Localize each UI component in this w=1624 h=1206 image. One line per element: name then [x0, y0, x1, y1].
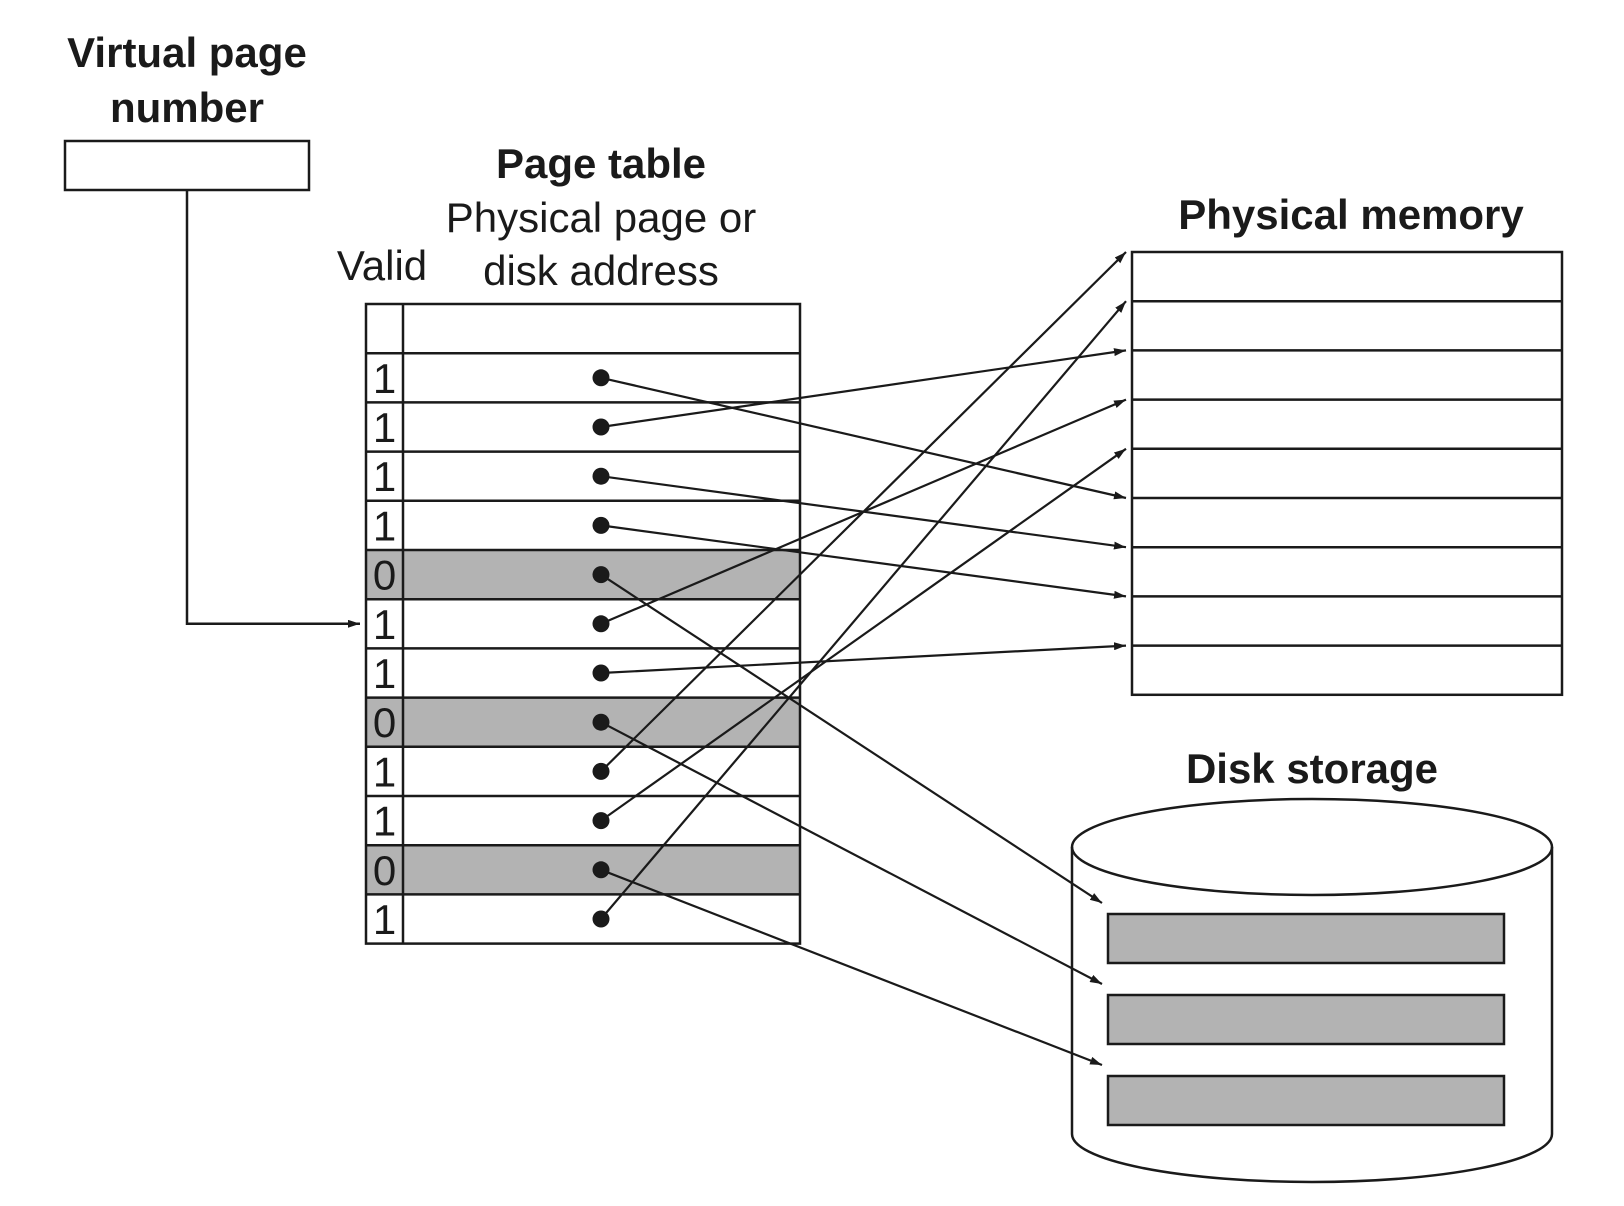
invalid-entry-shading [366, 550, 800, 600]
disk-block [1106, 912, 1506, 965]
disk-storage: Disk storage [1070, 745, 1554, 1184]
physical-memory-frames [1130, 250, 1564, 697]
disk-storage-label: Disk storage [1186, 745, 1438, 792]
invalid-entry-shading [366, 845, 800, 895]
valid-bit: 1 [373, 896, 396, 943]
valid-bit: 1 [373, 404, 396, 451]
arrow-to-disk-block [600, 721, 1103, 985]
arrow-to-memory-frame [600, 642, 1127, 675]
page-table-header: Page table Physical page or disk address… [337, 140, 756, 294]
virtual-page-number-label-line1: Virtual page [67, 29, 307, 76]
physical-memory: Physical memory [1130, 191, 1564, 697]
physical-memory-border [1130, 250, 1564, 697]
valid-bit: 0 [373, 699, 396, 746]
mapping-arrows [600, 251, 1127, 1067]
valid-bit: 1 [373, 650, 396, 697]
invalid-entry-shading [366, 697, 800, 747]
disk-blocks [1106, 912, 1506, 1127]
disk-cylinder-body [1070, 847, 1554, 1184]
arrow-to-memory-frame [600, 348, 1127, 429]
valid-bit: 1 [373, 601, 396, 648]
virtual-page-number-box [63, 139, 311, 192]
arrow-to-disk-block [600, 573, 1103, 904]
disk-block [1106, 993, 1506, 1046]
virtual-page-number: Virtual page number [63, 29, 311, 192]
entry-column-label-line2: disk address [483, 247, 719, 294]
valid-bit: 1 [373, 748, 396, 795]
virtual-page-number-label-line2: number [110, 84, 264, 131]
disk-block [1106, 1074, 1506, 1127]
entry-column-label-line1: Physical page or [446, 194, 757, 241]
physical-memory-label: Physical memory [1178, 191, 1524, 238]
vpn-to-entry-arrow [185, 190, 360, 628]
arrow-to-memory-frame [600, 524, 1127, 599]
arrow-to-memory-frame [600, 376, 1127, 500]
valid-column-label: Valid [337, 242, 427, 289]
valid-bit: 0 [373, 552, 396, 599]
arrow-to-memory-frame [600, 447, 1127, 822]
valid-bit: 0 [373, 847, 396, 894]
arrow-to-disk-block [600, 868, 1103, 1067]
page-table-title: Page table [496, 140, 706, 187]
page-table-border [364, 302, 802, 945]
arrow-to-memory-frame [600, 300, 1127, 920]
valid-bit: 1 [373, 798, 396, 845]
valid-bit: 1 [373, 355, 396, 402]
arrow-to-memory-frame [600, 251, 1127, 773]
valid-bit: 1 [373, 502, 396, 549]
disk-cylinder-top [1070, 797, 1554, 897]
valid-bit: 1 [373, 453, 396, 500]
